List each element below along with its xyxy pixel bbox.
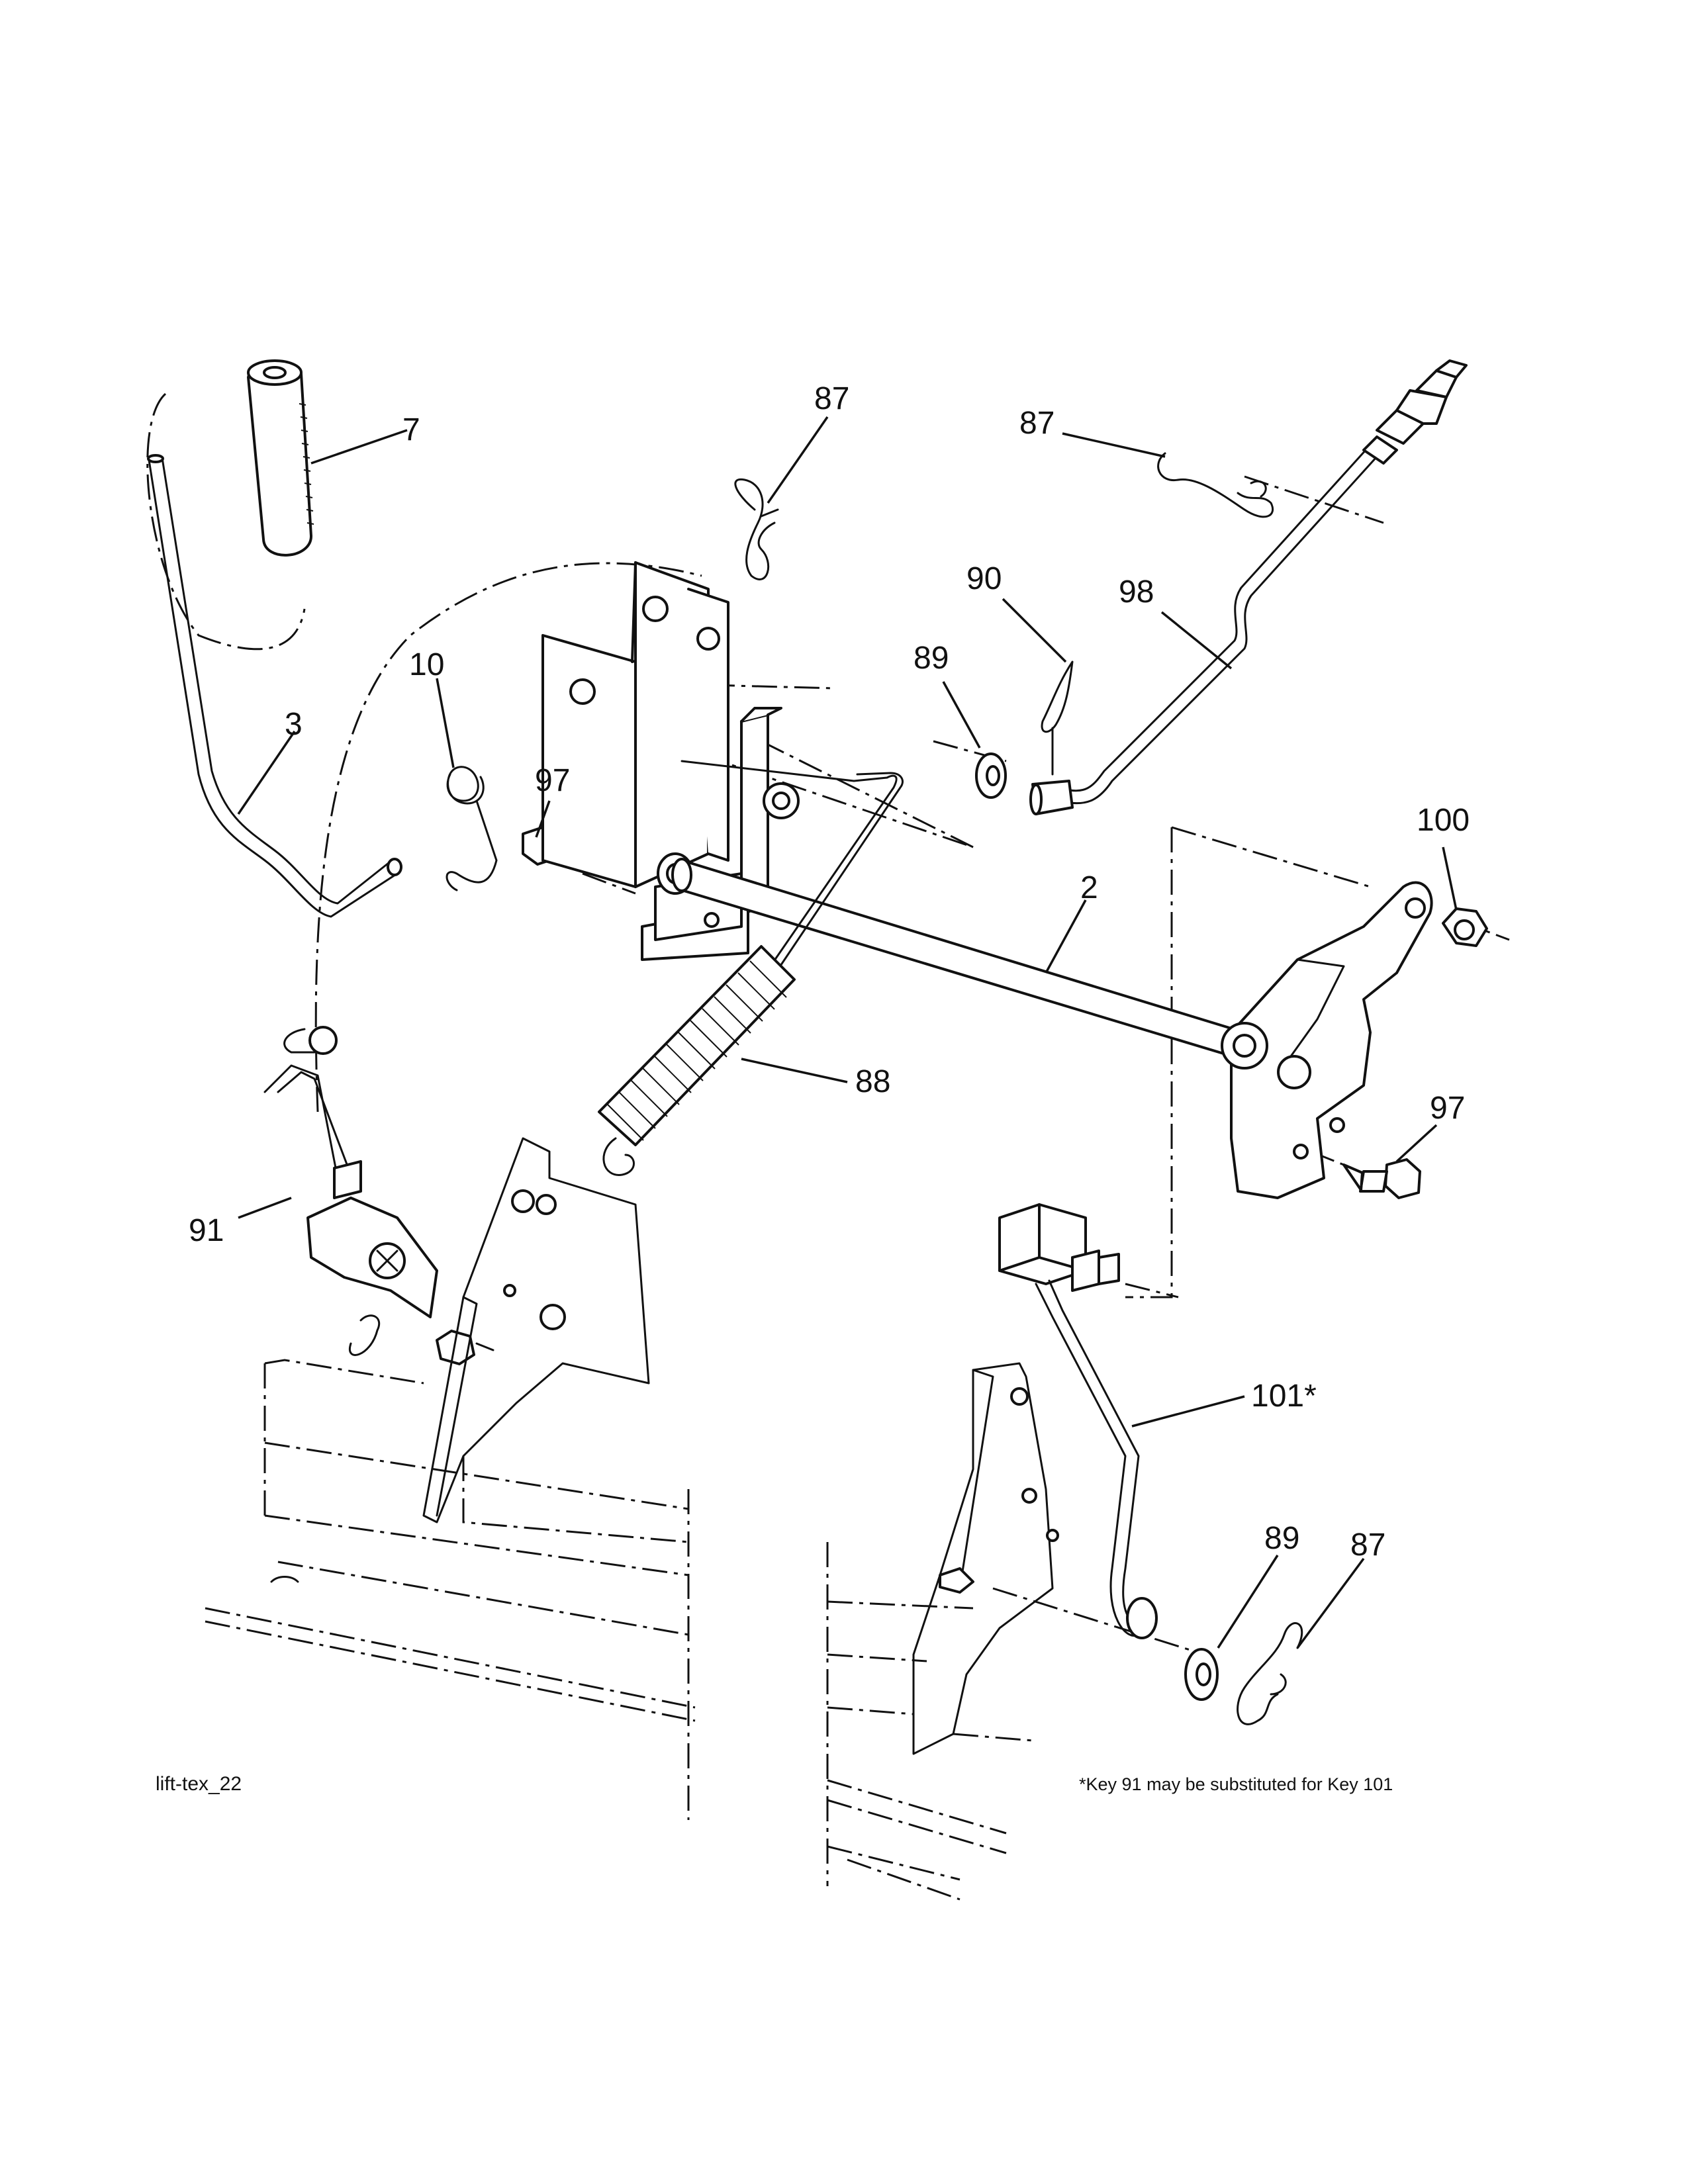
lift-link-left <box>263 1026 494 1365</box>
right-deck-bracket <box>912 1362 1059 1755</box>
callout-87-bottom: 87 <box>1350 1527 1385 1563</box>
shoulder-bolt-right <box>1342 1158 1421 1199</box>
callout-87-right: 87 <box>1019 406 1055 441</box>
extension-spring <box>598 945 796 1176</box>
lift-arm-casting <box>1221 881 1433 1199</box>
callout-91: 91 <box>189 1213 224 1248</box>
callout-87-top: 87 <box>814 381 849 416</box>
callouts: 7 87 87 90 98 89 10 3 97 2 100 88 97 91 … <box>189 381 1470 1563</box>
callout-7: 7 <box>402 412 420 447</box>
callout-88: 88 <box>855 1064 890 1099</box>
callout-98: 98 <box>1119 574 1154 610</box>
hairpin-cotter-bottom <box>1237 1622 1303 1725</box>
callout-2: 2 <box>1080 870 1098 905</box>
left-mower-deck <box>205 1359 696 1820</box>
hairpin-cotter-right <box>1157 452 1274 518</box>
callout-89-top: 89 <box>914 641 949 676</box>
left-deck-bracket <box>422 1137 650 1524</box>
callout-97-right: 97 <box>1430 1091 1465 1126</box>
upper-lift-link <box>1029 359 1468 815</box>
substitution-note: *Key 91 may be substituted for Key 101 <box>1079 1774 1393 1794</box>
lift-link-right <box>998 1203 1158 1639</box>
callout-89-bottom: 89 <box>1264 1521 1299 1556</box>
callout-3: 3 <box>285 707 303 742</box>
right-mower-deck <box>826 1542 1033 1901</box>
callout-101: 101* <box>1251 1379 1317 1414</box>
callout-97-left: 97 <box>535 763 570 798</box>
flat-washer-bottom <box>1184 1648 1219 1701</box>
leader-lines <box>237 416 1458 1649</box>
mounting-bracket <box>541 561 729 888</box>
handle-grip <box>247 359 314 557</box>
callout-100: 100 <box>1417 803 1470 838</box>
callout-10: 10 <box>409 647 444 682</box>
cotter-pin-90 <box>1041 660 1074 776</box>
callout-90: 90 <box>966 561 1002 596</box>
spring-hook-rod <box>680 760 904 981</box>
torsion-spring <box>445 766 498 891</box>
hex-nut <box>1442 907 1488 947</box>
hairpin-cotter-top <box>734 478 779 580</box>
drawing-id: lift-tex_22 <box>156 1773 242 1795</box>
flat-washer-top <box>975 752 1007 799</box>
lift-handle-rod <box>147 454 402 918</box>
